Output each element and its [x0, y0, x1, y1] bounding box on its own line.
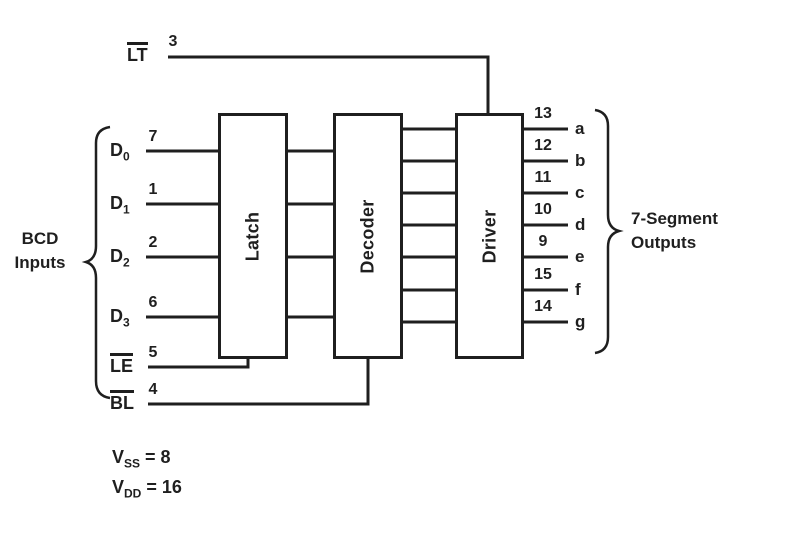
vdd-label: VDD= 16 — [112, 477, 182, 501]
output-segment-a: a — [575, 119, 585, 138]
latch-block: Latch — [218, 113, 288, 359]
input-label-bl: BL — [110, 390, 134, 414]
output-segment-f: f — [575, 280, 581, 299]
output-pin-e: 9 — [538, 233, 548, 250]
lamp-test-label: LT — [127, 42, 148, 66]
seven-segment-outputs-label: 7-Segment Outputs — [631, 209, 718, 252]
output-segment-c: c — [575, 183, 585, 202]
input-pin-d1: 1 — [148, 181, 158, 198]
left-brace — [81, 125, 111, 400]
right-brace — [594, 108, 624, 355]
input-pin-d0: 7 — [148, 128, 158, 145]
decoder-block: Decoder — [333, 113, 403, 359]
subscript: 2 — [123, 255, 130, 270]
latch-label: Latch — [242, 211, 263, 261]
output-segment-b: b — [575, 151, 586, 170]
subscript: 1 — [123, 202, 130, 217]
input-pin-d3: 6 — [148, 294, 158, 311]
input-label-d1: D1 — [110, 193, 130, 217]
input-label-d3: D3 — [110, 306, 130, 330]
decoder-label: Decoder — [357, 198, 378, 274]
output-pin-c: 11 — [534, 169, 552, 186]
driver-label: Driver — [479, 209, 499, 263]
input-label-le: LE — [110, 353, 134, 377]
output-segment-e: e — [575, 247, 585, 266]
subscript: 0 — [123, 149, 130, 164]
output-pin-d: 10 — [534, 201, 552, 218]
vss-label: VSS= 8 — [112, 447, 171, 471]
input-label-d0: D0 — [110, 140, 130, 164]
input-pin-d2: 2 — [148, 234, 158, 251]
input-pin-bl: 4 — [148, 381, 158, 398]
output-pin-b: 12 — [534, 137, 552, 154]
input-pin-le: 5 — [148, 344, 158, 361]
output-segment-g: g — [575, 312, 586, 331]
input-label-d2: D2 — [110, 246, 130, 270]
subscript: DD — [124, 486, 142, 501]
output-segment-d: d — [575, 215, 586, 234]
driver-block: Driver — [455, 113, 524, 359]
output-pin-a: 13 — [534, 105, 552, 122]
bcd-inputs-label: BCD Inputs — [14, 229, 66, 272]
wire-lamp-test — [168, 55, 490, 113]
wire-blanking — [148, 353, 370, 406]
output-pin-f: 15 — [534, 266, 552, 283]
subscript: SS — [124, 456, 141, 471]
subscript: 3 — [123, 315, 130, 330]
lamp-test-pin: 3 — [168, 33, 178, 50]
output-pin-g: 14 — [534, 298, 552, 315]
